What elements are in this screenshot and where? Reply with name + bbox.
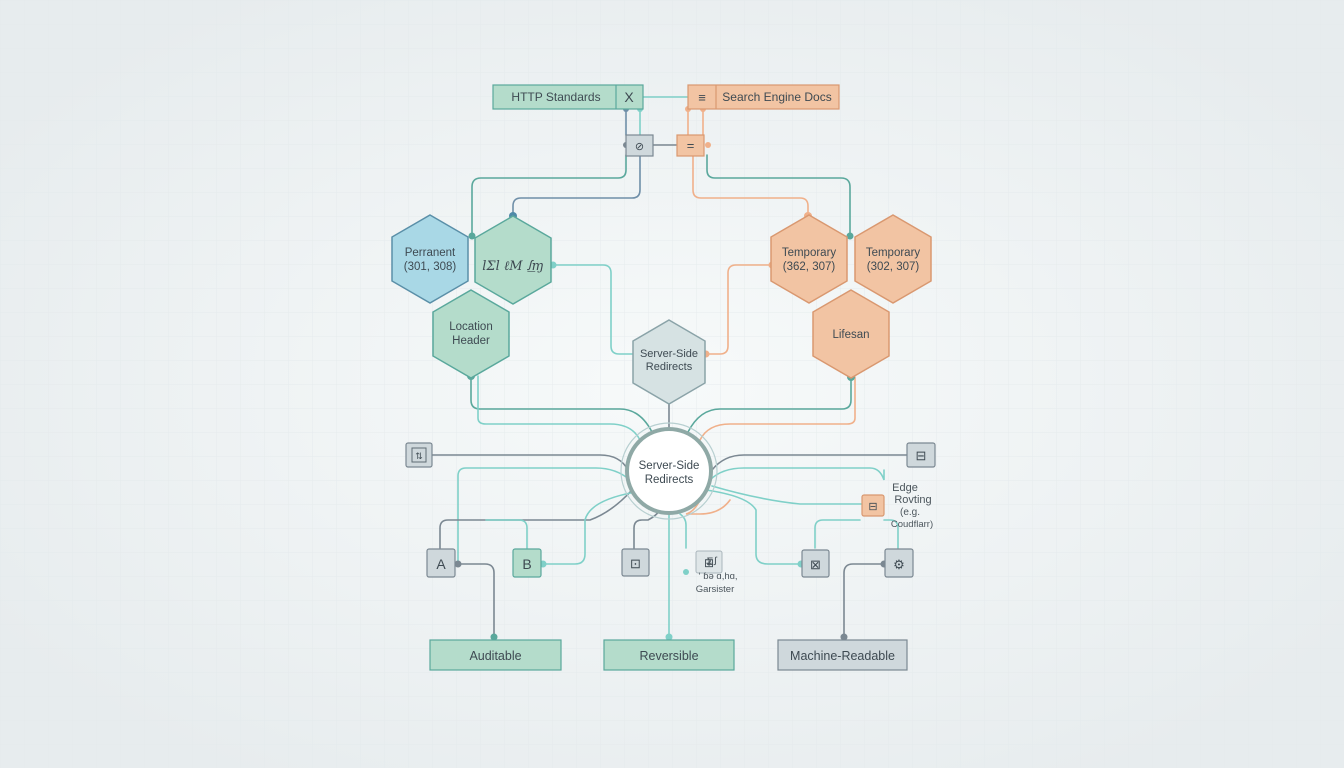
node-a: A: [426, 548, 456, 578]
outcome-reversible: Reversible: [603, 639, 735, 671]
edge-line1: Edge: [892, 482, 918, 494]
link-right-a-edge: [814, 519, 861, 549]
hex-signature: lΣl ℓM ꭍ͟ɱ: [474, 215, 552, 305]
source-http-standards: HTTP Standards X: [492, 84, 644, 110]
machine-readable-label: Machine-Readable: [790, 649, 895, 663]
edge-line4: Coudflarr): [891, 519, 933, 530]
link-hub-permanent: [471, 154, 627, 237]
center-outer-ring: [620, 422, 718, 520]
link-center-a-2: [439, 489, 633, 549]
hub-right: =: [676, 134, 705, 157]
link-location-center-2: [477, 375, 641, 441]
node-right-a: ⊠: [801, 549, 830, 578]
search-engine-docs-label: Search Engine Docs: [722, 90, 831, 104]
hex-permanent-line1: Perranent: [405, 247, 456, 259]
link-a-auditable: [456, 563, 495, 638]
link-a-b: [485, 519, 528, 549]
http-standards-icon: X: [624, 89, 634, 105]
node-mid: ⊡: [621, 548, 650, 577]
node-right-b: ⚙: [884, 548, 914, 578]
center-line1: Server-Side: [639, 460, 700, 472]
link-center-mid: [633, 509, 661, 549]
node-cache: ⊞: [695, 550, 723, 574]
hex-server-side-redirects: Server-Side Redirects: [632, 319, 706, 405]
link-center-a: [457, 467, 631, 565]
hex-temporary-b: Temporary (302, 307): [854, 214, 932, 304]
link-signature-serverside: [552, 264, 637, 355]
node-b: B: [512, 548, 542, 578]
cache-line2: ʻ ɓə ɑ,hɑ,: [698, 571, 737, 582]
link-temporary-serverside: [705, 264, 773, 355]
document-icon: ⊡: [630, 556, 641, 571]
link-right-b-edge: [883, 519, 899, 549]
link-hub-signature: [512, 154, 641, 217]
link-location-center: [470, 375, 653, 433]
connectors: [431, 96, 908, 638]
link-center-topright: [711, 454, 908, 471]
http-standards-label: HTTP Standards: [511, 90, 600, 104]
auditable-label: Auditable: [469, 649, 521, 663]
hex-temporary-a-line1: Temporary: [782, 247, 837, 259]
gear-icon: ⚙: [893, 557, 905, 572]
hex-location-line2: Header: [452, 335, 490, 347]
source-search-engine-docs: ≡ Search Engine Docs: [687, 84, 840, 110]
link-center-orange-loop: [685, 499, 731, 515]
http-standards-box: [492, 84, 644, 110]
hex-temporary-b-line1: Temporary: [866, 247, 921, 259]
link-center-cache: [679, 513, 687, 549]
list-icon: ≡: [698, 90, 706, 105]
cache-line1: Σꭍ: [707, 556, 718, 568]
hex-temporary-a-line2: (362, 307): [783, 261, 836, 273]
link-lifespan-center-2: [699, 376, 856, 441]
node-top-right: ⊟: [906, 442, 936, 468]
hex-location-header: Location Header: [432, 289, 510, 379]
center-node: Server-Side Redirects: [620, 422, 718, 520]
hex-lifespan: Lifesan: [812, 289, 890, 379]
hex-location-line1: Location: [449, 321, 492, 333]
center-line2: Redirects: [645, 474, 694, 486]
link-center-b: [542, 491, 637, 565]
outcome-auditable: Auditable: [429, 639, 562, 671]
hub-left: ⊘: [625, 134, 654, 157]
link-hub-temporary-b: [706, 154, 851, 237]
center-circle: [625, 427, 713, 515]
sort-icon: ⇅: [415, 451, 423, 461]
link-center-right-a: [705, 489, 802, 565]
edge-line3: (e.g.: [900, 507, 920, 518]
node-b-label: B: [522, 556, 531, 572]
hub-right-icon: =: [687, 138, 695, 153]
node-top-left: ⇅: [405, 442, 433, 468]
edge-icon: ⊟: [868, 501, 877, 513]
hex-serverside-line1: Server-Side: [640, 348, 698, 360]
link-center-edge: [709, 467, 885, 481]
hex-permanent: Perranent (301, 308): [391, 214, 469, 304]
annotation-edge-routing: Edge Rovting (e.g. Coudflarr): [891, 482, 933, 530]
node-a-label: A: [436, 556, 446, 572]
hex-signature-label: lΣl ℓM ꭍ͟ɱ: [482, 259, 543, 274]
outcome-machine-readable: Machine-Readable: [777, 639, 908, 671]
hex-temporary-b-line2: (302, 307): [867, 261, 920, 273]
hex-temporary-a: Temporary (362, 307): [770, 214, 848, 304]
link-lifespan-center: [687, 376, 852, 433]
hub-left-icon: ⊘: [635, 141, 644, 153]
cache-line3: Garsister: [696, 584, 735, 595]
annotation-cache: Σꭍ ʻ ɓə ɑ,hɑ, Garsister: [696, 556, 738, 595]
hex-serverside-line2: Redirects: [646, 361, 693, 373]
hex-permanent-line2: (301, 308): [404, 261, 457, 273]
link-right-b-machine: [843, 563, 885, 638]
link-hub-temporary-a: [692, 154, 809, 217]
cache-icon: ⊞: [704, 556, 714, 570]
search-engine-docs-box: [687, 84, 840, 110]
node-edge: ⊟: [861, 494, 885, 517]
hex-lifespan-label: Lifesan: [832, 329, 869, 341]
image-icon: ⊠: [810, 557, 821, 572]
link-center-edge-2: [711, 485, 863, 505]
storage-icon: ⊟: [916, 448, 927, 463]
reversible-label: Reversible: [639, 649, 698, 663]
edge-line2: Rovting: [894, 494, 931, 506]
